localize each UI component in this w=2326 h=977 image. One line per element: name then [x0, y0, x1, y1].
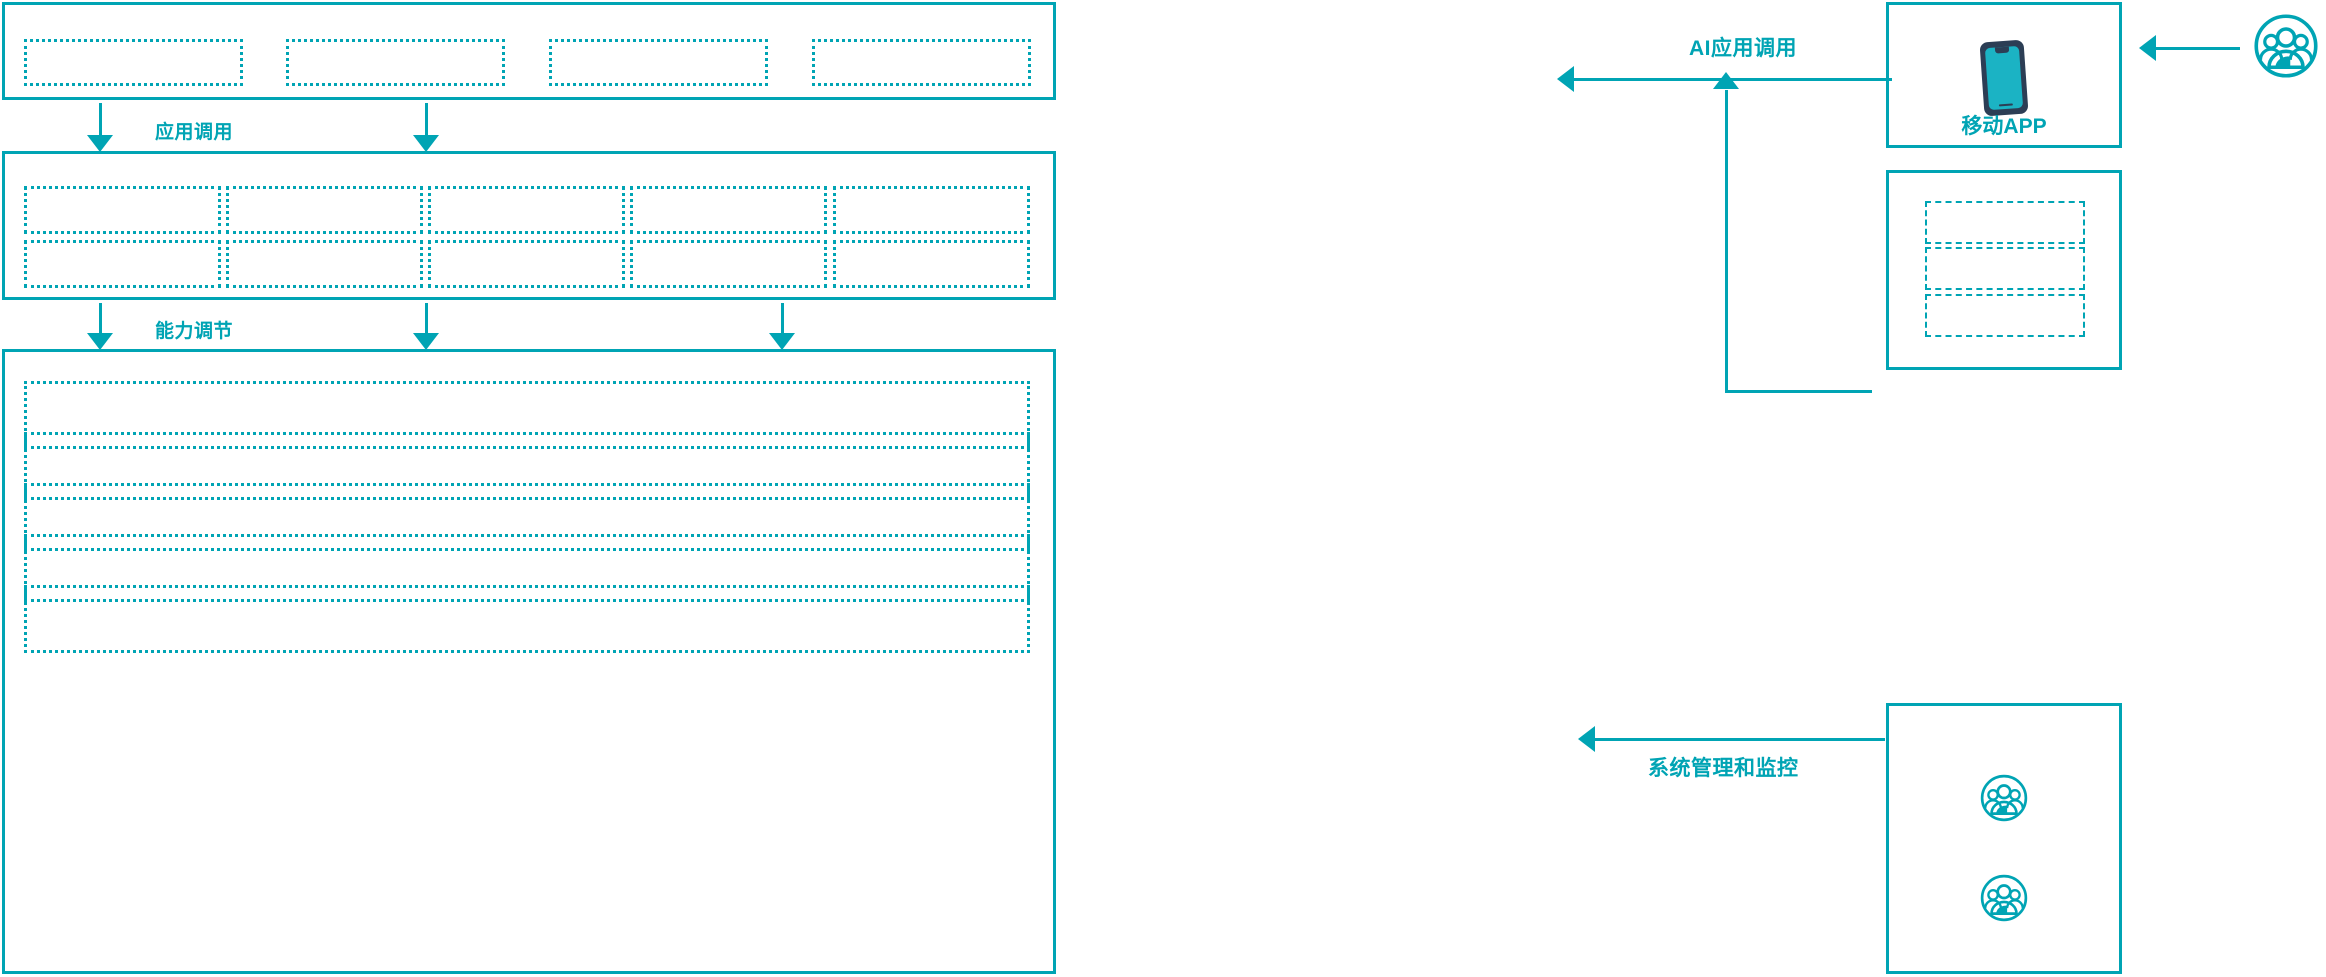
capability-tuning-arrow-3 [769, 333, 795, 350]
app-call-connector-line-left [99, 103, 102, 138]
ai-app-call-riser-line [1725, 90, 1728, 393]
application-layer-box-3[interactable] [549, 39, 768, 86]
capability-tuning-label: 能力调节 [155, 321, 234, 342]
platform-layer-row-1[interactable] [24, 381, 1030, 449]
capability-row2-cell-3[interactable] [428, 240, 625, 288]
mobile-app-caption: 移动APP [1961, 115, 2047, 138]
system-management-arrowhead [1578, 726, 1595, 752]
capability-tuning-arrow-1 [87, 333, 113, 350]
platform-layer-row-5[interactable] [24, 585, 1030, 653]
application-layer-container [2, 2, 1056, 100]
system-management-label: 系统管理和监控 [1648, 757, 1799, 780]
channels-card-slot-2[interactable] [1925, 247, 2085, 290]
capability-row1-cell-5[interactable] [833, 186, 1030, 234]
capability-row2-cell-5[interactable] [833, 240, 1030, 288]
system-management-line [1593, 738, 1885, 741]
capability-tuning-arrow-2 [413, 333, 439, 350]
end-user-group-icon [2252, 12, 2320, 80]
ai-app-call-arrowhead [1557, 66, 1574, 92]
capability-row1-cell-2[interactable] [226, 186, 423, 234]
end-user-to-mobile-arrowhead [2139, 35, 2156, 61]
mobile-phone-icon [1975, 38, 2033, 118]
capability-row2-cell-4[interactable] [630, 240, 827, 288]
capability-row1-cell-3[interactable] [428, 186, 625, 234]
application-layer-box-4[interactable] [812, 39, 1031, 86]
capability-tuning-line-2 [425, 303, 428, 336]
capability-tuning-line-3 [781, 303, 784, 336]
operations-user-group-icon-1 [1979, 773, 2029, 823]
ai-app-call-riser-arrowhead [1713, 72, 1739, 89]
app-call-connector-line-right [425, 103, 428, 138]
channels-card[interactable] [1886, 170, 2122, 370]
capability-row2-cell-1[interactable] [24, 240, 221, 288]
application-layer-box-1[interactable] [24, 39, 243, 86]
platform-layer-container [2, 349, 1056, 974]
app-call-arrow-right [413, 135, 439, 152]
ai-app-call-riser-elbow [1725, 390, 1872, 393]
operations-user-group-icon-2 [1979, 873, 2029, 923]
channels-card-slot-3[interactable] [1925, 294, 2085, 337]
capability-row1-cell-4[interactable] [630, 186, 827, 234]
app-call-label: 应用调用 [155, 122, 234, 143]
operations-card[interactable] [1886, 703, 2122, 974]
capability-row2-cell-2[interactable] [226, 240, 423, 288]
end-user-to-mobile-line [2154, 47, 2240, 50]
capability-tuning-line-1 [99, 303, 102, 336]
capability-layer-container [2, 151, 1056, 300]
mobile-app-card[interactable] [1886, 2, 2122, 148]
app-call-arrow-left [87, 135, 113, 152]
ai-app-call-label: AI应用调用 [1689, 37, 1797, 60]
platform-layer-row-4[interactable] [24, 534, 1030, 602]
platform-layer-row-3[interactable] [24, 483, 1030, 551]
channels-card-slot-1[interactable] [1925, 201, 2085, 244]
application-layer-box-2[interactable] [286, 39, 505, 86]
capability-row1-cell-1[interactable] [24, 186, 221, 234]
platform-layer-row-2[interactable] [24, 432, 1030, 500]
